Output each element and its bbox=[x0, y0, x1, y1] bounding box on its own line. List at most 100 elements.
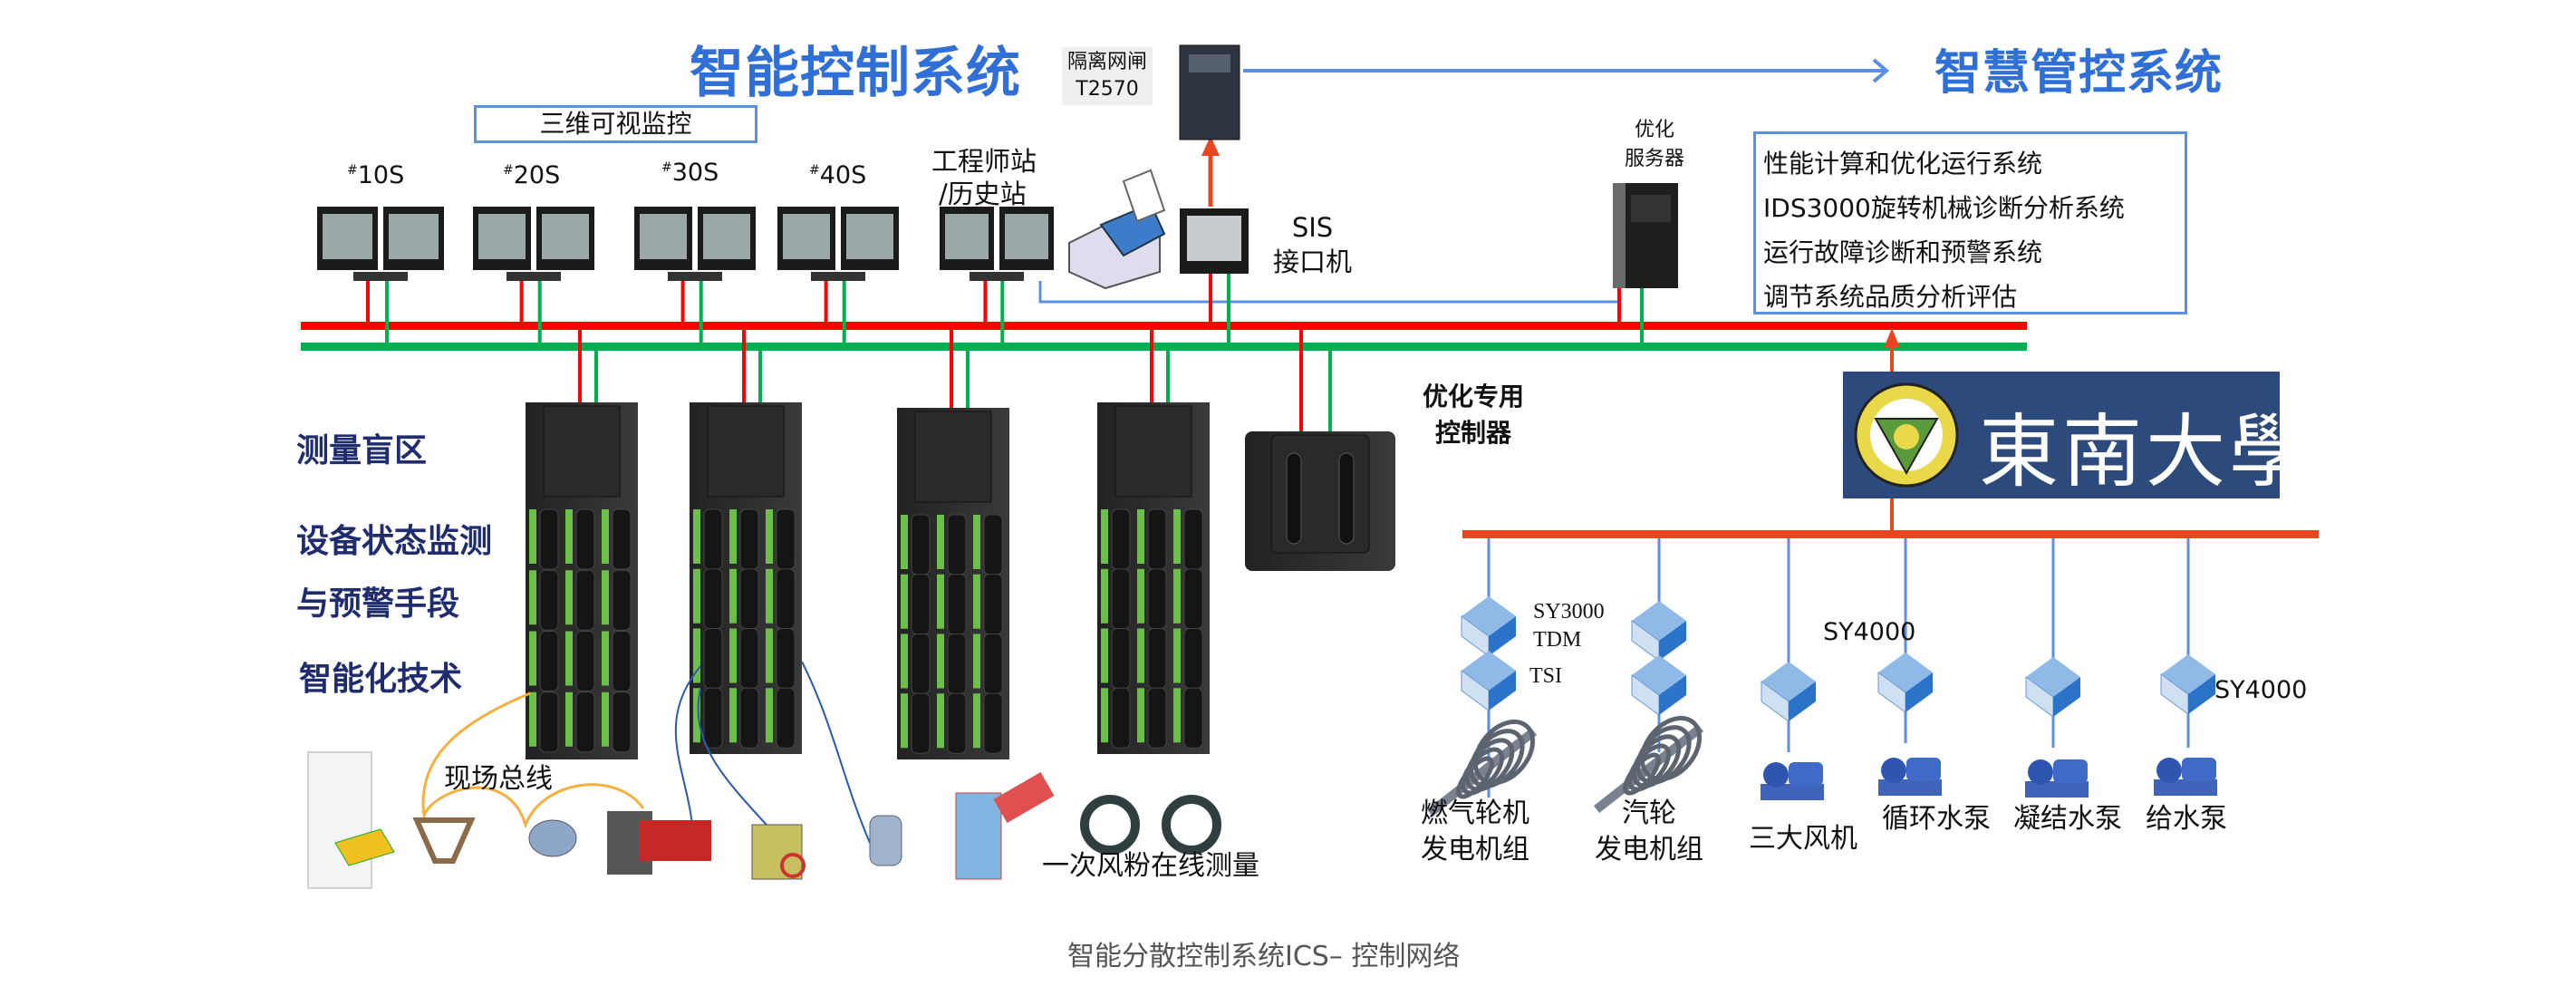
fieldbus-label: 现场总线 bbox=[444, 763, 553, 795]
rack-side bbox=[1489, 671, 1516, 711]
io-module bbox=[539, 508, 559, 570]
optimization-controller-device bbox=[1245, 431, 1395, 571]
io-module bbox=[947, 574, 967, 635]
cpu-module bbox=[707, 405, 785, 498]
pressure-transmitter-icon bbox=[869, 815, 902, 866]
workstation-icon bbox=[634, 207, 756, 281]
io-terminal bbox=[529, 631, 536, 686]
io-module bbox=[539, 691, 559, 753]
io-terminal bbox=[602, 631, 609, 686]
io-terminal bbox=[602, 570, 609, 625]
io-terminal bbox=[766, 568, 773, 624]
keyboard-icon bbox=[507, 272, 561, 281]
io-terminal bbox=[973, 693, 980, 749]
io-module bbox=[612, 508, 632, 570]
rotor-shaft bbox=[1426, 728, 1538, 817]
pump-icon bbox=[2025, 759, 2089, 798]
io-module bbox=[1147, 568, 1167, 630]
printer-icon bbox=[1068, 169, 1166, 290]
io-module bbox=[1111, 687, 1131, 749]
rack-side bbox=[1659, 621, 1686, 661]
pump-icon bbox=[1761, 762, 1824, 800]
io-terminal bbox=[729, 628, 737, 683]
io-terminal bbox=[693, 688, 700, 743]
intelligent-control-title: 智能控制系统 bbox=[690, 42, 1021, 105]
io-terminal bbox=[901, 574, 908, 629]
cpu-module bbox=[914, 411, 992, 503]
monitor-screen bbox=[542, 214, 589, 259]
arrow-head-icon bbox=[1201, 136, 1220, 156]
heat-map-icon bbox=[334, 828, 395, 866]
io-terminal bbox=[729, 688, 737, 743]
equipment-condensate-pump: 凝结水泵 bbox=[2013, 803, 2122, 835]
io-module bbox=[776, 568, 796, 630]
io-module bbox=[947, 692, 967, 754]
keyboard-icon bbox=[970, 272, 1024, 281]
engineer-to-server-link bbox=[1038, 281, 1621, 304]
io-module bbox=[575, 508, 595, 570]
io-module bbox=[1147, 687, 1167, 749]
field-devices bbox=[307, 661, 1221, 889]
actuator-wheel-icon bbox=[780, 853, 806, 878]
io-terminal bbox=[973, 574, 980, 629]
3d-visual-monitor-box: 三维可视监控 bbox=[474, 105, 757, 143]
monitoring-rack-icon bbox=[2025, 657, 2080, 718]
rotor-shaft bbox=[1593, 724, 1704, 813]
io-module bbox=[539, 631, 559, 691]
io-module bbox=[739, 508, 759, 570]
io-module bbox=[739, 628, 759, 689]
flowmeter-icon bbox=[412, 817, 476, 864]
rack-side bbox=[1489, 616, 1516, 656]
monitor-screen bbox=[945, 214, 989, 259]
optimization-controller-label: 优化专用控制器 bbox=[1423, 382, 1525, 448]
boiler-model-icon bbox=[307, 751, 372, 889]
io-terminal bbox=[693, 568, 700, 624]
function-item: 性能计算和优化运行系统 bbox=[1763, 149, 2043, 179]
function-item: 调节系统品质分析评估 bbox=[1763, 282, 2018, 312]
io-module bbox=[911, 692, 931, 754]
university-name: 東南大學 bbox=[1979, 405, 2313, 498]
rack-side bbox=[1659, 675, 1686, 715]
io-module bbox=[983, 692, 1003, 754]
io-terminal bbox=[565, 570, 573, 625]
functions-box: 性能计算和优化运行系统 IDS3000旋转机械诊断分析系统 运行故障诊断和预警系… bbox=[1753, 131, 2187, 314]
controller-cabinet-icon bbox=[690, 402, 802, 754]
io-terminal bbox=[901, 515, 908, 569]
monitoring-rack-icon bbox=[1461, 596, 1516, 657]
coal-pipe-icon bbox=[955, 792, 1002, 880]
monitor-screen bbox=[703, 214, 750, 259]
io-module bbox=[911, 574, 931, 635]
sensor-ring-icon bbox=[1162, 795, 1221, 855]
turbine-rotor-icon bbox=[1426, 719, 1538, 817]
gate-name: 隔离网闸 bbox=[1067, 51, 1148, 73]
tag-sy4000: SY4000 bbox=[1823, 618, 1916, 646]
io-module bbox=[539, 569, 559, 631]
fieldbus-cable bbox=[421, 691, 645, 829]
orange-monitoring-bus bbox=[1462, 530, 2319, 538]
engineer-station-label: 工程师站/历史站 bbox=[931, 146, 1037, 209]
io-terminal bbox=[766, 509, 773, 564]
equipment-gas-turbine: 燃气轮机发电机组 bbox=[1421, 798, 1529, 865]
isolation-gate-label: 隔离网闸 T2570 bbox=[1062, 47, 1153, 105]
pump-motor bbox=[1906, 758, 1941, 781]
io-terminal bbox=[1137, 568, 1144, 624]
gate-model: T2570 bbox=[1076, 78, 1139, 101]
io-terminal bbox=[1137, 688, 1144, 743]
io-terminal bbox=[937, 693, 944, 749]
tag-sy3000: SY3000 bbox=[1533, 600, 1605, 624]
rack-side bbox=[2053, 677, 2080, 717]
io-terminal bbox=[1137, 628, 1144, 683]
io-terminal bbox=[602, 691, 609, 747]
station-label-40s: #40S bbox=[809, 161, 867, 189]
io-module bbox=[1183, 628, 1203, 689]
io-module bbox=[983, 633, 1003, 694]
monitoring-rack-icon bbox=[1761, 662, 1816, 722]
io-terminal bbox=[729, 509, 737, 564]
controller-cabinet-icon bbox=[897, 408, 1009, 759]
io-module bbox=[776, 628, 796, 689]
workstation-icon bbox=[317, 207, 444, 281]
pump-volute bbox=[2156, 758, 2182, 783]
io-terminal bbox=[1173, 509, 1181, 564]
io-terminal bbox=[529, 570, 536, 625]
